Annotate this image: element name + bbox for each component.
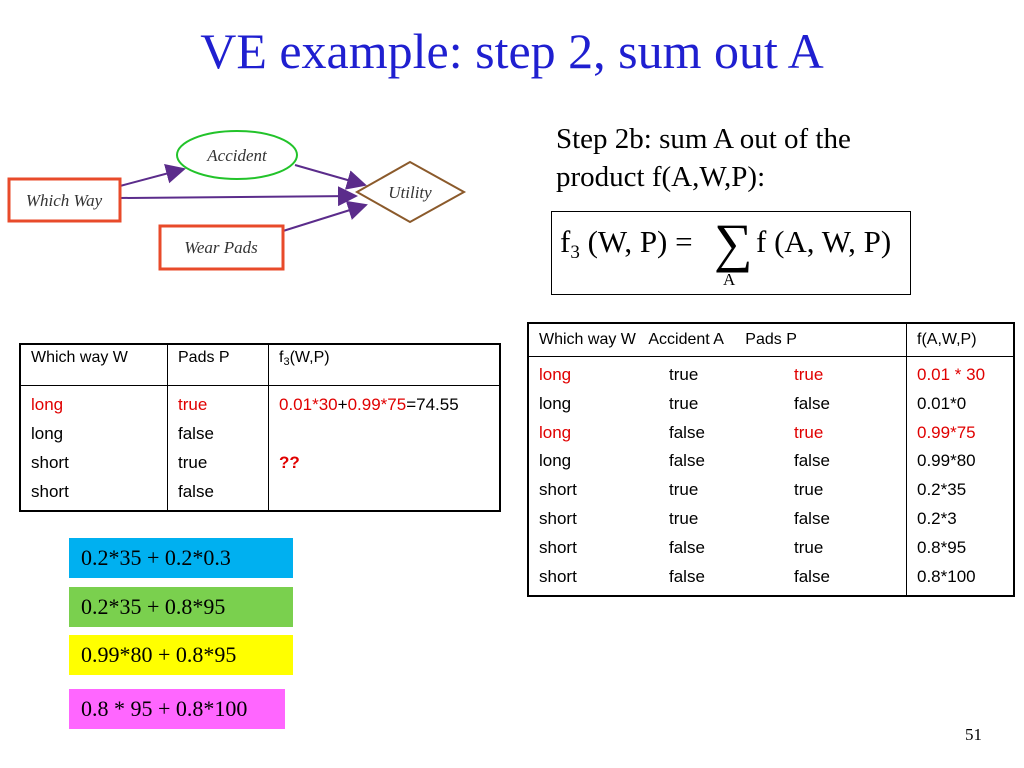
which-way-label: Which Way (26, 191, 103, 210)
fawp-w-column: long long long long short short short sh… (527, 356, 659, 597)
cell: true (794, 365, 824, 384)
cell: 0.8*100 (917, 566, 976, 586)
which-way-node (7, 177, 122, 223)
cell: true (794, 480, 824, 500)
formula-lhs: f3 (W, P) = (560, 224, 693, 263)
arrow-wearpads-utility (282, 200, 368, 232)
cell: short (539, 508, 577, 528)
f3-value-column: 0.01*30+0.99*75=74.55 ?? (268, 385, 501, 511)
f3-table: Which way W Pads P f3(W,P) long long sho… (19, 343, 501, 512)
arrow-accident-utility (294, 164, 367, 190)
fawp-a-column: true true false false true true false fa… (659, 357, 784, 597)
cell: true (669, 508, 699, 528)
cell: true (794, 537, 824, 557)
cell: false (794, 508, 830, 528)
wear-pads-label: Wear Pads (184, 238, 258, 257)
cell: false (794, 566, 830, 586)
influence-diagram: Accident Which Way Utility Wear Pads (7, 130, 467, 271)
slide-title: VE example: step 2, sum out A (200, 23, 824, 79)
answer-box-3[interactable]: 0.99*80 + 0.8*95 (69, 635, 293, 675)
cell: long (31, 395, 64, 414)
f3-row1-value: 0.01*30+0.99*75=74.55 (279, 395, 459, 414)
answer-box-4[interactable]: 0.8 * 95 + 0.8*100 (69, 689, 285, 729)
cell: 0.2*35 (917, 480, 967, 500)
arrow-whichway-accident (119, 163, 186, 187)
step-text: Step 2b: sum A out of the product f(A,W,… (556, 123, 851, 193)
cell: short (31, 482, 69, 501)
cell: false (794, 393, 830, 413)
cell: short (539, 566, 577, 586)
cell: 0.01*0 (917, 393, 967, 413)
header-f3: f3(W,P) (268, 343, 501, 386)
cell: true (669, 480, 699, 500)
cell: short (31, 453, 69, 472)
header-fawp: f(A,W,P) (906, 322, 1015, 357)
cell: short (539, 480, 577, 500)
cell: 0.99*80 (917, 451, 976, 471)
cell: 0.01 * 30 (917, 365, 986, 384)
cell: true (669, 365, 699, 384)
arrow-whichway-utility (119, 186, 358, 207)
cell: false (669, 537, 705, 557)
answer-box-2[interactable]: 0.2*35 + 0.8*95 (69, 587, 293, 627)
cell: true (178, 453, 208, 472)
sigma-symbol: ∑ (714, 213, 753, 273)
page-number: 51 (965, 725, 982, 744)
accident-node (176, 130, 298, 180)
cell: 0.8*95 (917, 537, 967, 557)
cell: short (539, 537, 577, 557)
f3-p-column: true false true false (167, 385, 269, 511)
fawp-table: Which way W Accident A Pads P f(A,W,P) l… (527, 322, 1015, 598)
cell: true (178, 395, 208, 414)
cell: long (539, 422, 572, 442)
cell: true (669, 393, 699, 413)
formula-rhs: f (A, W, P) (756, 224, 892, 259)
header-way-accident-pads: Which way W Accident A Pads P (527, 322, 907, 357)
utility-node (354, 160, 467, 224)
sigma-subscript: A (723, 270, 736, 289)
cell: false (178, 482, 214, 501)
header-which-way: Which way W (19, 343, 168, 386)
cell: 0.99*75 (917, 422, 976, 442)
f3-row3-value: ?? (279, 453, 300, 472)
cell: false (669, 566, 705, 586)
utility-label: Utility (388, 183, 432, 202)
cell: long (539, 365, 572, 384)
cell: long (539, 451, 572, 471)
cell: 0.2*3 (917, 508, 957, 528)
cell: long (539, 393, 572, 413)
f3-w-column: long long short short (19, 385, 168, 511)
answer-box-1[interactable]: 0.2*35 + 0.2*0.3 (69, 538, 293, 578)
accident-label: Accident (206, 146, 268, 165)
cell: false (178, 424, 214, 443)
cell: true (794, 422, 824, 442)
cell: false (669, 451, 705, 471)
wear-pads-node (158, 224, 285, 271)
formula-box: f3 (W, P) = ∑ A f (A, W, P) (551, 211, 911, 295)
fawp-value-column: 0.01 * 30 0.01*0 0.99*75 0.99*80 0.2*35 … (906, 356, 1015, 597)
cell: long (31, 424, 64, 443)
fawp-p-column: true false true false true false true fa… (784, 356, 907, 597)
cell: false (669, 422, 705, 442)
cell: false (794, 451, 830, 471)
header-pads: Pads P (167, 343, 269, 386)
